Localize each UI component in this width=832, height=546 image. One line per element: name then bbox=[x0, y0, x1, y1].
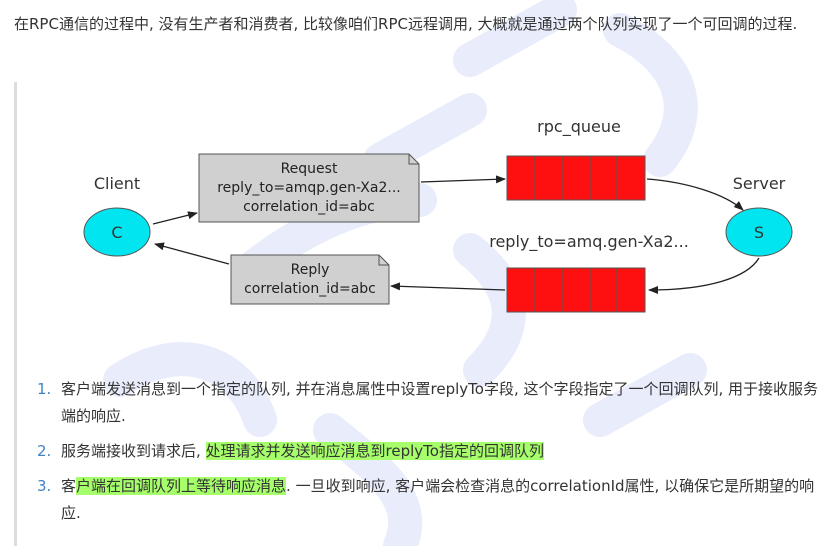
highlighted-text: 户端在回调队列上等待响应消息 bbox=[76, 477, 287, 495]
arrow-reply-queue-to-reply bbox=[390, 282, 506, 291]
reply-title: Reply bbox=[291, 262, 330, 278]
list-item: 1. 客户端发送消息到一个指定的队列, 并在消息属性中设置replyTo字段, … bbox=[37, 376, 827, 430]
arrow-server-to-reply-queue bbox=[648, 257, 760, 294]
list-item: 2. 服务端接收到请求后, 处理请求并发送响应消息到replyTo指定的回调队列 bbox=[37, 438, 827, 465]
arrow-reply-to-client bbox=[154, 242, 230, 265]
arrow-request-to-rpc-queue bbox=[420, 175, 506, 184]
rpc-queue bbox=[506, 155, 646, 201]
client-node-letter: C bbox=[111, 223, 122, 242]
highlighted-text: 处理请求并发送响应消息到replyTo指定的回调队列 bbox=[205, 442, 544, 460]
rpc-diagram: Client C Server S Request reply_to=amqp.… bbox=[83, 117, 793, 313]
intro-text: 在RPC通信的过程中, 没有生产者和消费者, 比较像咱们RPC远程调用, 大概就… bbox=[14, 15, 798, 33]
intro-paragraph: 在RPC通信的过程中, 没有生产者和消费者, 比较像咱们RPC远程调用, 大概就… bbox=[14, 10, 820, 39]
request-reply-to: reply_to=amqp.gen-Xa2... bbox=[217, 180, 401, 196]
server-node-letter: S bbox=[754, 223, 764, 242]
blockquote: Client C Server S Request reply_to=amqp.… bbox=[14, 82, 832, 546]
arrow-rpc-queue-to-server bbox=[646, 178, 744, 211]
list-item-number: 2. bbox=[37, 442, 52, 460]
request-title: Request bbox=[281, 161, 338, 177]
server-node bbox=[725, 207, 793, 257]
list-item-text: 服务端接收到请求后, bbox=[61, 442, 206, 460]
reply-correlation-id: correlation_id=abc bbox=[244, 281, 376, 297]
steps-list: 1. 客户端发送消息到一个指定的队列, 并在消息属性中设置replyTo字段, … bbox=[37, 376, 827, 527]
rpc-queue-label: rpc_queue bbox=[537, 117, 621, 137]
reply-queue bbox=[506, 267, 646, 313]
request-correlation-id: correlation_id=abc bbox=[243, 199, 375, 215]
list-item-text: 客 bbox=[61, 477, 77, 495]
client-label: Client bbox=[94, 174, 140, 193]
list-item-number: 3. bbox=[37, 477, 52, 495]
list-item-number: 1. bbox=[37, 380, 52, 398]
arrow-client-to-request bbox=[152, 211, 198, 225]
list-item-text: 客户端发送消息到一个指定的队列, 并在消息属性中设置replyTo字段, 这个字… bbox=[61, 380, 819, 425]
server-label: Server bbox=[733, 174, 786, 193]
client-node bbox=[83, 207, 151, 257]
reply-queue-label: reply_to=amq.gen-Xa2... bbox=[489, 232, 689, 252]
list-item: 3. 客户端在回调队列上等待响应消息. 一旦收到响应, 客户端会检查消息的cor… bbox=[37, 473, 827, 527]
